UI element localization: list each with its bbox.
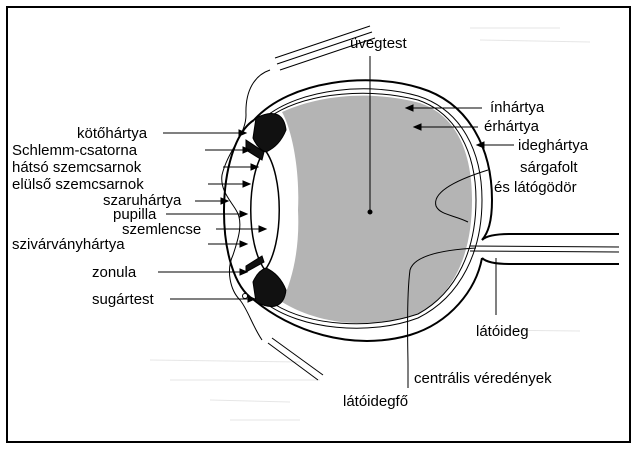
- label-centralis: centrális véredények: [414, 370, 552, 387]
- label-ideghartya: ideghártya: [518, 137, 589, 154]
- label-szemlencse: szemlencse: [122, 221, 201, 238]
- label-zonula: zonula: [92, 264, 137, 281]
- vitreous-body: [282, 96, 472, 323]
- label-erhartya: érhártya: [484, 118, 540, 135]
- label-kotohartya: kötőhártya: [77, 125, 148, 142]
- label-hatso: hátsó szemcsarnok: [12, 159, 142, 176]
- label-szivarvany: szivárványhártya: [12, 236, 125, 253]
- label-latoidegfo: látóidegfő: [343, 393, 408, 410]
- label-schlemm: Schlemm-csatorna: [12, 142, 138, 159]
- label-elulso: elülső szemcsarnok: [12, 176, 144, 193]
- label-inhartya: ínhártya: [490, 99, 545, 116]
- label-latogodor: és látógödör: [494, 179, 577, 196]
- optic-nerve: [470, 234, 619, 264]
- label-sargafolt: sárgafolt: [520, 159, 578, 176]
- label-latoideg: látóideg: [476, 323, 529, 340]
- label-uvegtest: üvegtest: [350, 35, 408, 52]
- label-sugartest: sugártest: [92, 291, 155, 308]
